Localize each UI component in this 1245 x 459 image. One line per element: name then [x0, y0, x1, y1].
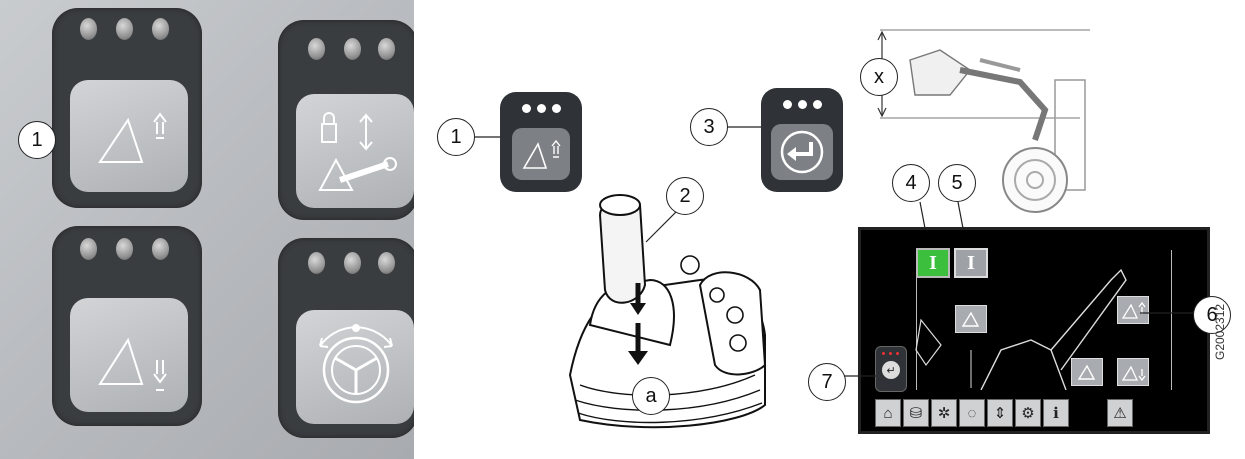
padlock-bucket-icon: [296, 94, 414, 208]
bucket-lower-icon[interactable]: [1117, 358, 1149, 386]
panel-bucket-lower: [52, 226, 202, 426]
bucket-level-icon[interactable]: [1071, 358, 1103, 386]
display-screen: I I ↵ ⌂ ⛁ ✲ ◌ ⇕ ⚙ ℹ ⚠: [858, 227, 1210, 434]
callout-x: x: [860, 58, 898, 96]
bucket-lower-key[interactable]: [70, 298, 188, 412]
steering-key[interactable]: [296, 310, 414, 424]
return-button-indicator[interactable]: ↵: [875, 346, 907, 392]
document-id: G2002312: [1213, 346, 1227, 360]
bucket-raise-icon: [70, 80, 188, 192]
bucket-tilt-icon[interactable]: [955, 305, 987, 333]
info-icon[interactable]: ℹ: [1043, 399, 1069, 427]
bucket-raise-key[interactable]: [70, 80, 188, 192]
leader-line: [844, 370, 878, 382]
panel-steering: [278, 238, 414, 438]
linkage-icon[interactable]: ⚙: [1015, 399, 1041, 427]
bucket-lower-icon: [70, 298, 188, 412]
callout-4: 4: [892, 164, 930, 202]
gear-icon[interactable]: ✲: [931, 399, 957, 427]
camera-icon[interactable]: ⛁: [903, 399, 929, 427]
callout-1-photo: 1: [18, 121, 56, 159]
bucket-raise-icon: [512, 128, 570, 180]
panel-bucket-raise: [52, 8, 202, 208]
control-panel-photo: [0, 0, 414, 459]
updown-icon[interactable]: ⇕: [987, 399, 1013, 427]
boom-outline: [901, 250, 1141, 390]
return-arrow-icon: [771, 124, 833, 180]
home-icon[interactable]: ⌂: [875, 399, 901, 427]
steering-wheel-icon: [296, 310, 414, 424]
callout-2: 2: [666, 177, 704, 215]
leader-line: [1140, 307, 1196, 319]
return-arrow-icon: ↵: [882, 361, 900, 379]
callout-5: 5: [938, 164, 976, 202]
callout-7: 7: [808, 363, 846, 401]
bucket-lock-key[interactable]: [296, 94, 414, 208]
callout-a: a: [632, 377, 670, 415]
callout-1-button: 1: [437, 118, 475, 156]
warning-icon[interactable]: ⚠: [1107, 399, 1133, 427]
callout-3: 3: [690, 108, 728, 146]
bucket-icon[interactable]: ◌: [959, 399, 985, 427]
leader-line: [640, 212, 690, 252]
panel-bucket-lock: [278, 20, 414, 220]
